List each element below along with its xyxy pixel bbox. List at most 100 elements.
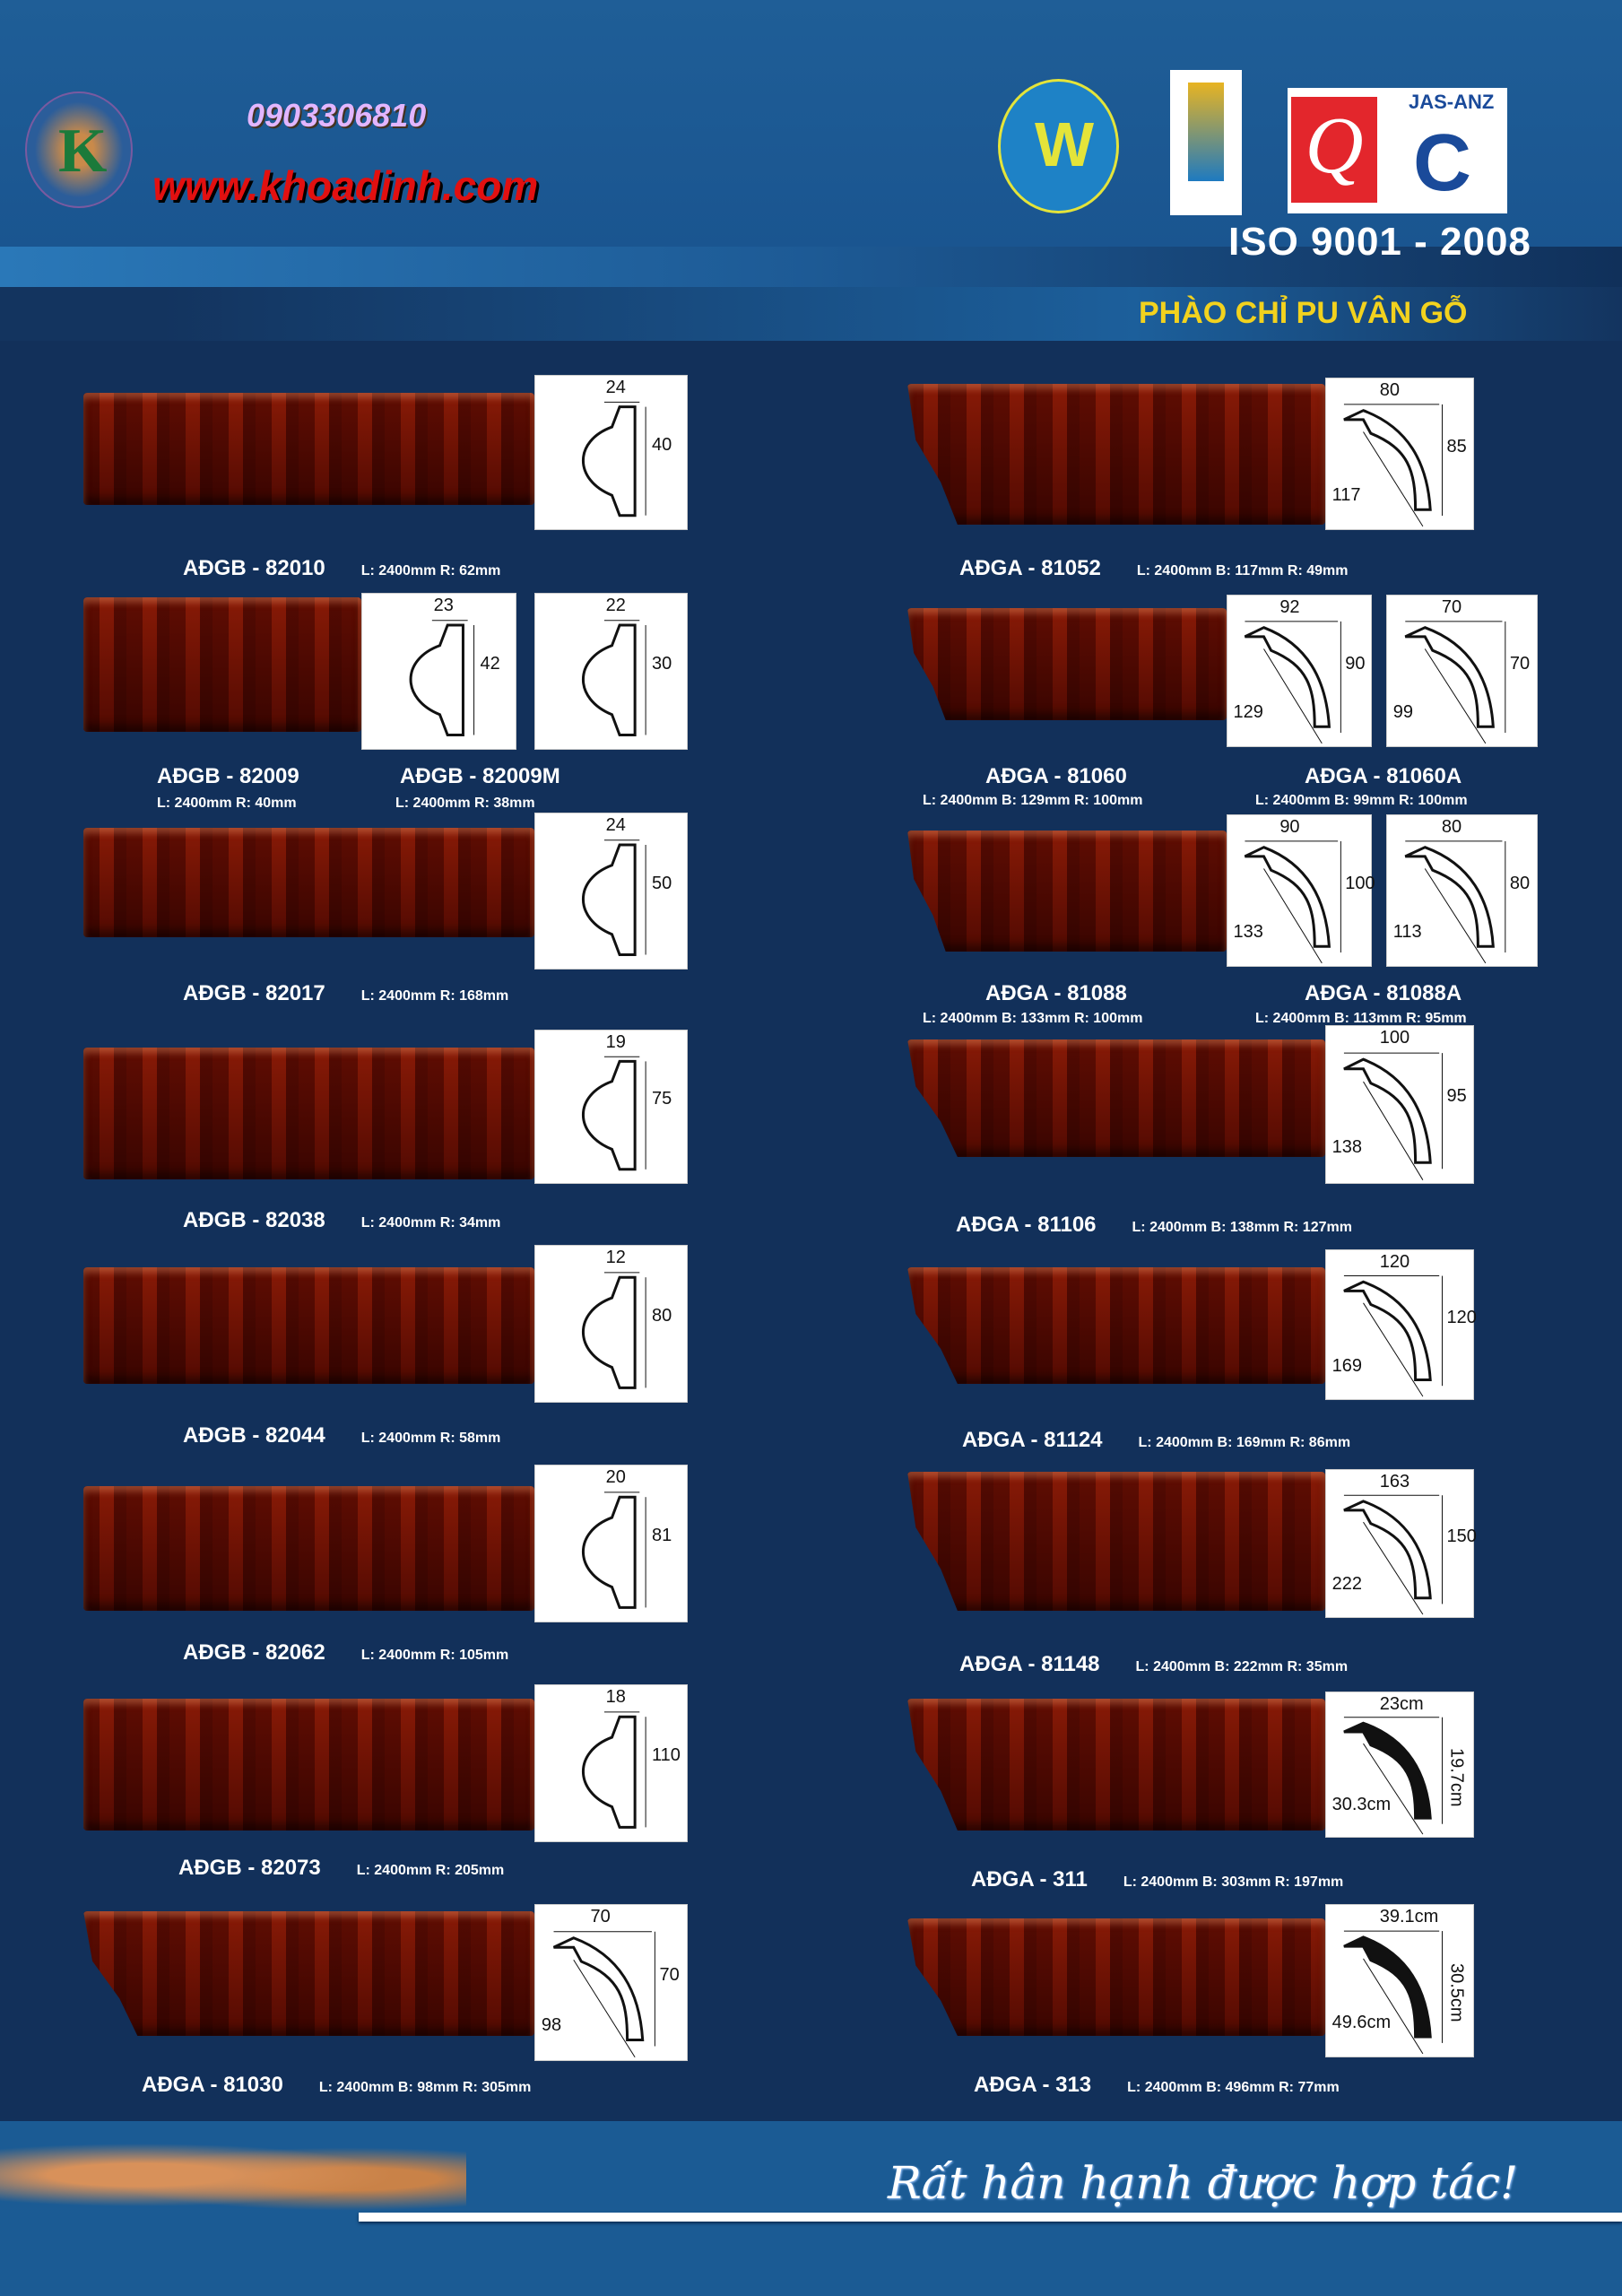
product-code: AĐGA - 313 [974,2073,1092,2097]
dimension-top: 70 [1441,597,1462,617]
dimension-side: 70 [1509,653,1531,674]
molding-image [83,597,361,732]
profile-shape [1343,1275,1443,1397]
product-code: AĐGB - 82009M [400,764,560,788]
dimension-top: 92 [1279,597,1300,617]
molding-image [83,1699,534,1831]
dimension-top: 39.1cm [1379,1907,1439,1926]
molding-image [83,393,534,505]
product-specs: L: 2400mm R: 40mm [157,796,297,811]
dimension-side: 100 [1345,873,1375,893]
dimension-side: 40 [651,434,672,455]
product-label: AĐGA - 81052 L: 2400mm B: 117mm R: 49mm [959,556,1349,581]
molding-image [83,828,534,937]
dimension-top: 23cm [1379,1694,1424,1714]
molding-image [907,1267,1325,1384]
dimension-side: 85 [1446,436,1467,457]
product-specs: L: 2400mm B: 496mm R: 77mm [1127,2080,1340,2095]
dimension-top: 20 [605,1467,626,1487]
dimension-top: 12 [605,1248,626,1267]
header-stripe [0,247,1622,287]
product-specs: L: 2400mm B: 222mm R: 35mm [1135,1659,1349,1674]
profile-shape [1343,404,1443,527]
profile-shape [581,1056,646,1171]
profile-shape [581,839,646,956]
product-specs: L: 2400mm R: 38mm [395,796,535,811]
product-code: AĐGA - 81088A [1305,981,1462,1005]
profile-shape [581,620,646,736]
product-code: AĐGA - 81106 [956,1213,1097,1237]
molding-image [907,1918,1325,2036]
profile-shape [552,1931,655,2058]
product-specs: L: 2400mm B: 113mm R: 95mm [1255,1011,1467,1026]
product-code: AĐGB - 82073 [178,1856,321,1880]
product-specs: L: 2400mm B: 98mm R: 305mm [318,2080,532,2095]
profile-shape [1244,621,1341,744]
dimension-side: 19.7cm [1446,1747,1467,1807]
molding-image [83,1486,534,1611]
profile-shape [1404,840,1506,964]
product-specs: L: 2400mm B: 117mm R: 49mm [1136,563,1349,578]
product-specs: L: 2400mm R: 168mm [360,988,509,1004]
footer-line [359,2213,1622,2222]
profile-shape [581,401,646,517]
molding-image [83,1911,534,2036]
dimension-top: 18 [605,1687,626,1707]
dimension-top: 22 [605,596,626,615]
dimension-diagonal: 49.6cm [1331,2012,1392,2032]
product-code: AĐGA - 81124 [962,1428,1103,1452]
category-title: PHÀO CHỈ PU VÂN GỖ [1139,296,1468,330]
product-specs: L: 2400mm B: 303mm R: 197mm [1123,1874,1344,1890]
dimension-top: 80 [1441,817,1462,837]
phone-number: 0903306810 [247,97,427,134]
dimension-side: 120 [1446,1307,1477,1327]
product-specs: L: 2400mm B: 133mm R: 100mm [923,1011,1143,1026]
product-code: AĐGA - 81060A [1305,764,1462,788]
product-code: AĐGA - 81052 [959,556,1101,580]
dimension-top: 24 [605,815,626,835]
dimension-diagonal: 138 [1331,1136,1362,1157]
molding-image [907,831,1227,952]
product-code: AĐGA - 81060 [985,764,1127,788]
molding-image [907,1472,1325,1611]
profile-shape [1244,840,1341,964]
dimension-side: 42 [480,653,500,674]
product-label: AĐGA - 313 L: 2400mm B: 496mm R: 77mm [974,2073,1340,2098]
dimension-side: 50 [651,873,672,893]
website-link[interactable]: www.khoadinh.com [152,162,539,209]
dimension-side: 80 [651,1305,672,1326]
molding-image [907,1039,1325,1157]
dimension-top: 100 [1379,1028,1410,1048]
dimension-top: 80 [1379,380,1400,400]
product-code: AĐGA - 81148 [959,1652,1100,1676]
dimension-side: 90 [1345,653,1366,674]
product-label: AĐGA - 81148 L: 2400mm B: 222mm R: 35mm [959,1652,1348,1677]
dimension-side: 80 [1509,873,1531,893]
profile-drawing: 12 80 [534,1245,688,1403]
profile-drawing: 24 50 [534,813,688,970]
dimension-diagonal: 133 [1233,922,1263,942]
dimension-top: 120 [1379,1252,1410,1272]
category-band [0,287,1622,341]
molding-image [907,1699,1325,1831]
profile-shape [1343,1717,1443,1835]
molding-image [83,1267,534,1384]
product-code: AĐGB - 82009 [157,764,299,788]
